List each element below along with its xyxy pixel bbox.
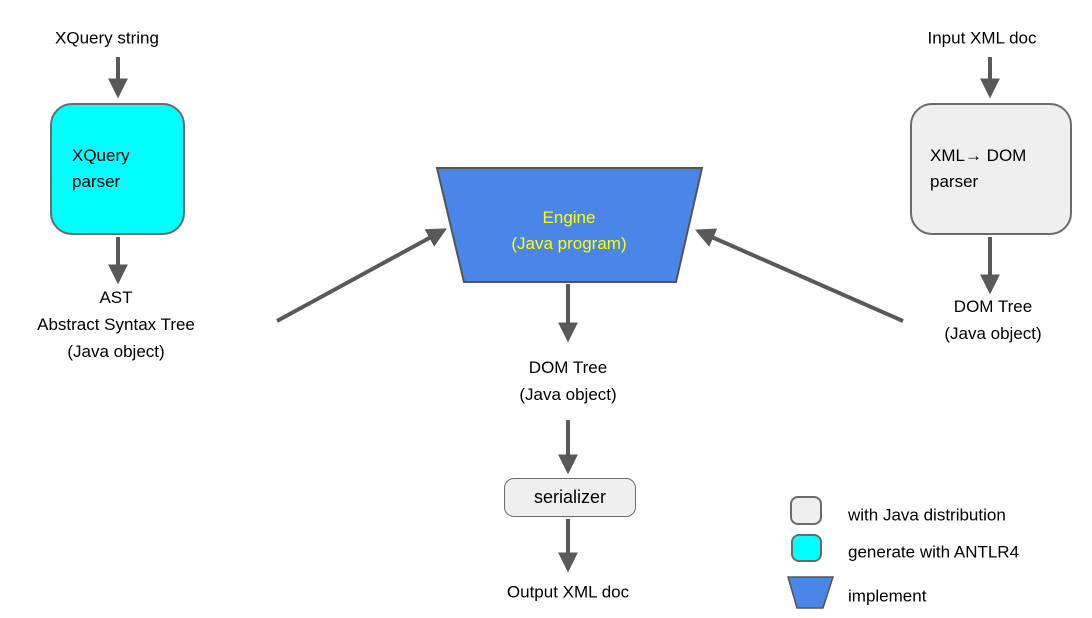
legend-label-generate-antlr4: generate with ANTLR4 [848,542,1020,562]
ast-label: AST Abstract Syntax Tree (Java object) [37,284,195,365]
serializer-label: serializer [533,487,607,507]
xml-dom-parser-line1: XML→ DOM [930,146,1027,165]
serializer-node: serializer [504,478,636,517]
ast-line2: Abstract Syntax Tree [37,315,195,334]
engine-line2: (Java program) [511,234,627,253]
dom-tree-center-line1: DOM Tree [528,358,608,377]
engine-line1: Engine [542,208,596,227]
xquery-parser-line1: XQuery [72,146,130,165]
xquery-parser-node: XQuery parser [50,103,185,235]
dom-tree-right-line1: DOM Tree [953,297,1033,316]
dom-tree-center-line2: (Java object) [519,385,617,404]
xml-dom-parser-node: XML→ DOM parser [910,103,1072,235]
engine-label: Engine (Java program) [511,205,626,257]
legend-label-java-distribution: with Java distribution [848,505,1006,525]
input-xml-doc-label: Input XML doc [927,28,1037,48]
legend-trapezoid-swatch [787,576,835,609]
legend-label-implement: implement [848,586,927,606]
arrow-ast-to-engine [276,228,447,323]
xquery-parser-line2: parser [72,172,121,191]
legend-cyan-swatch [791,534,822,562]
dom-tree-center-label: DOM Tree (Java object) [519,354,616,408]
arrow-domtree-to-engine [694,228,904,323]
output-xml-doc-label: Output XML doc [506,582,630,602]
legend-gray-swatch [790,496,822,525]
dom-tree-right-label: DOM Tree (Java object) [944,293,1041,347]
ast-line1: AST [99,288,133,307]
ast-line3: (Java object) [67,342,165,361]
xquery-string-label: XQuery string [55,28,159,48]
engine-trapezoid [435,167,704,283]
dom-tree-right-line2: (Java object) [944,324,1042,343]
xml-dom-parser-line2: parser [930,172,979,191]
